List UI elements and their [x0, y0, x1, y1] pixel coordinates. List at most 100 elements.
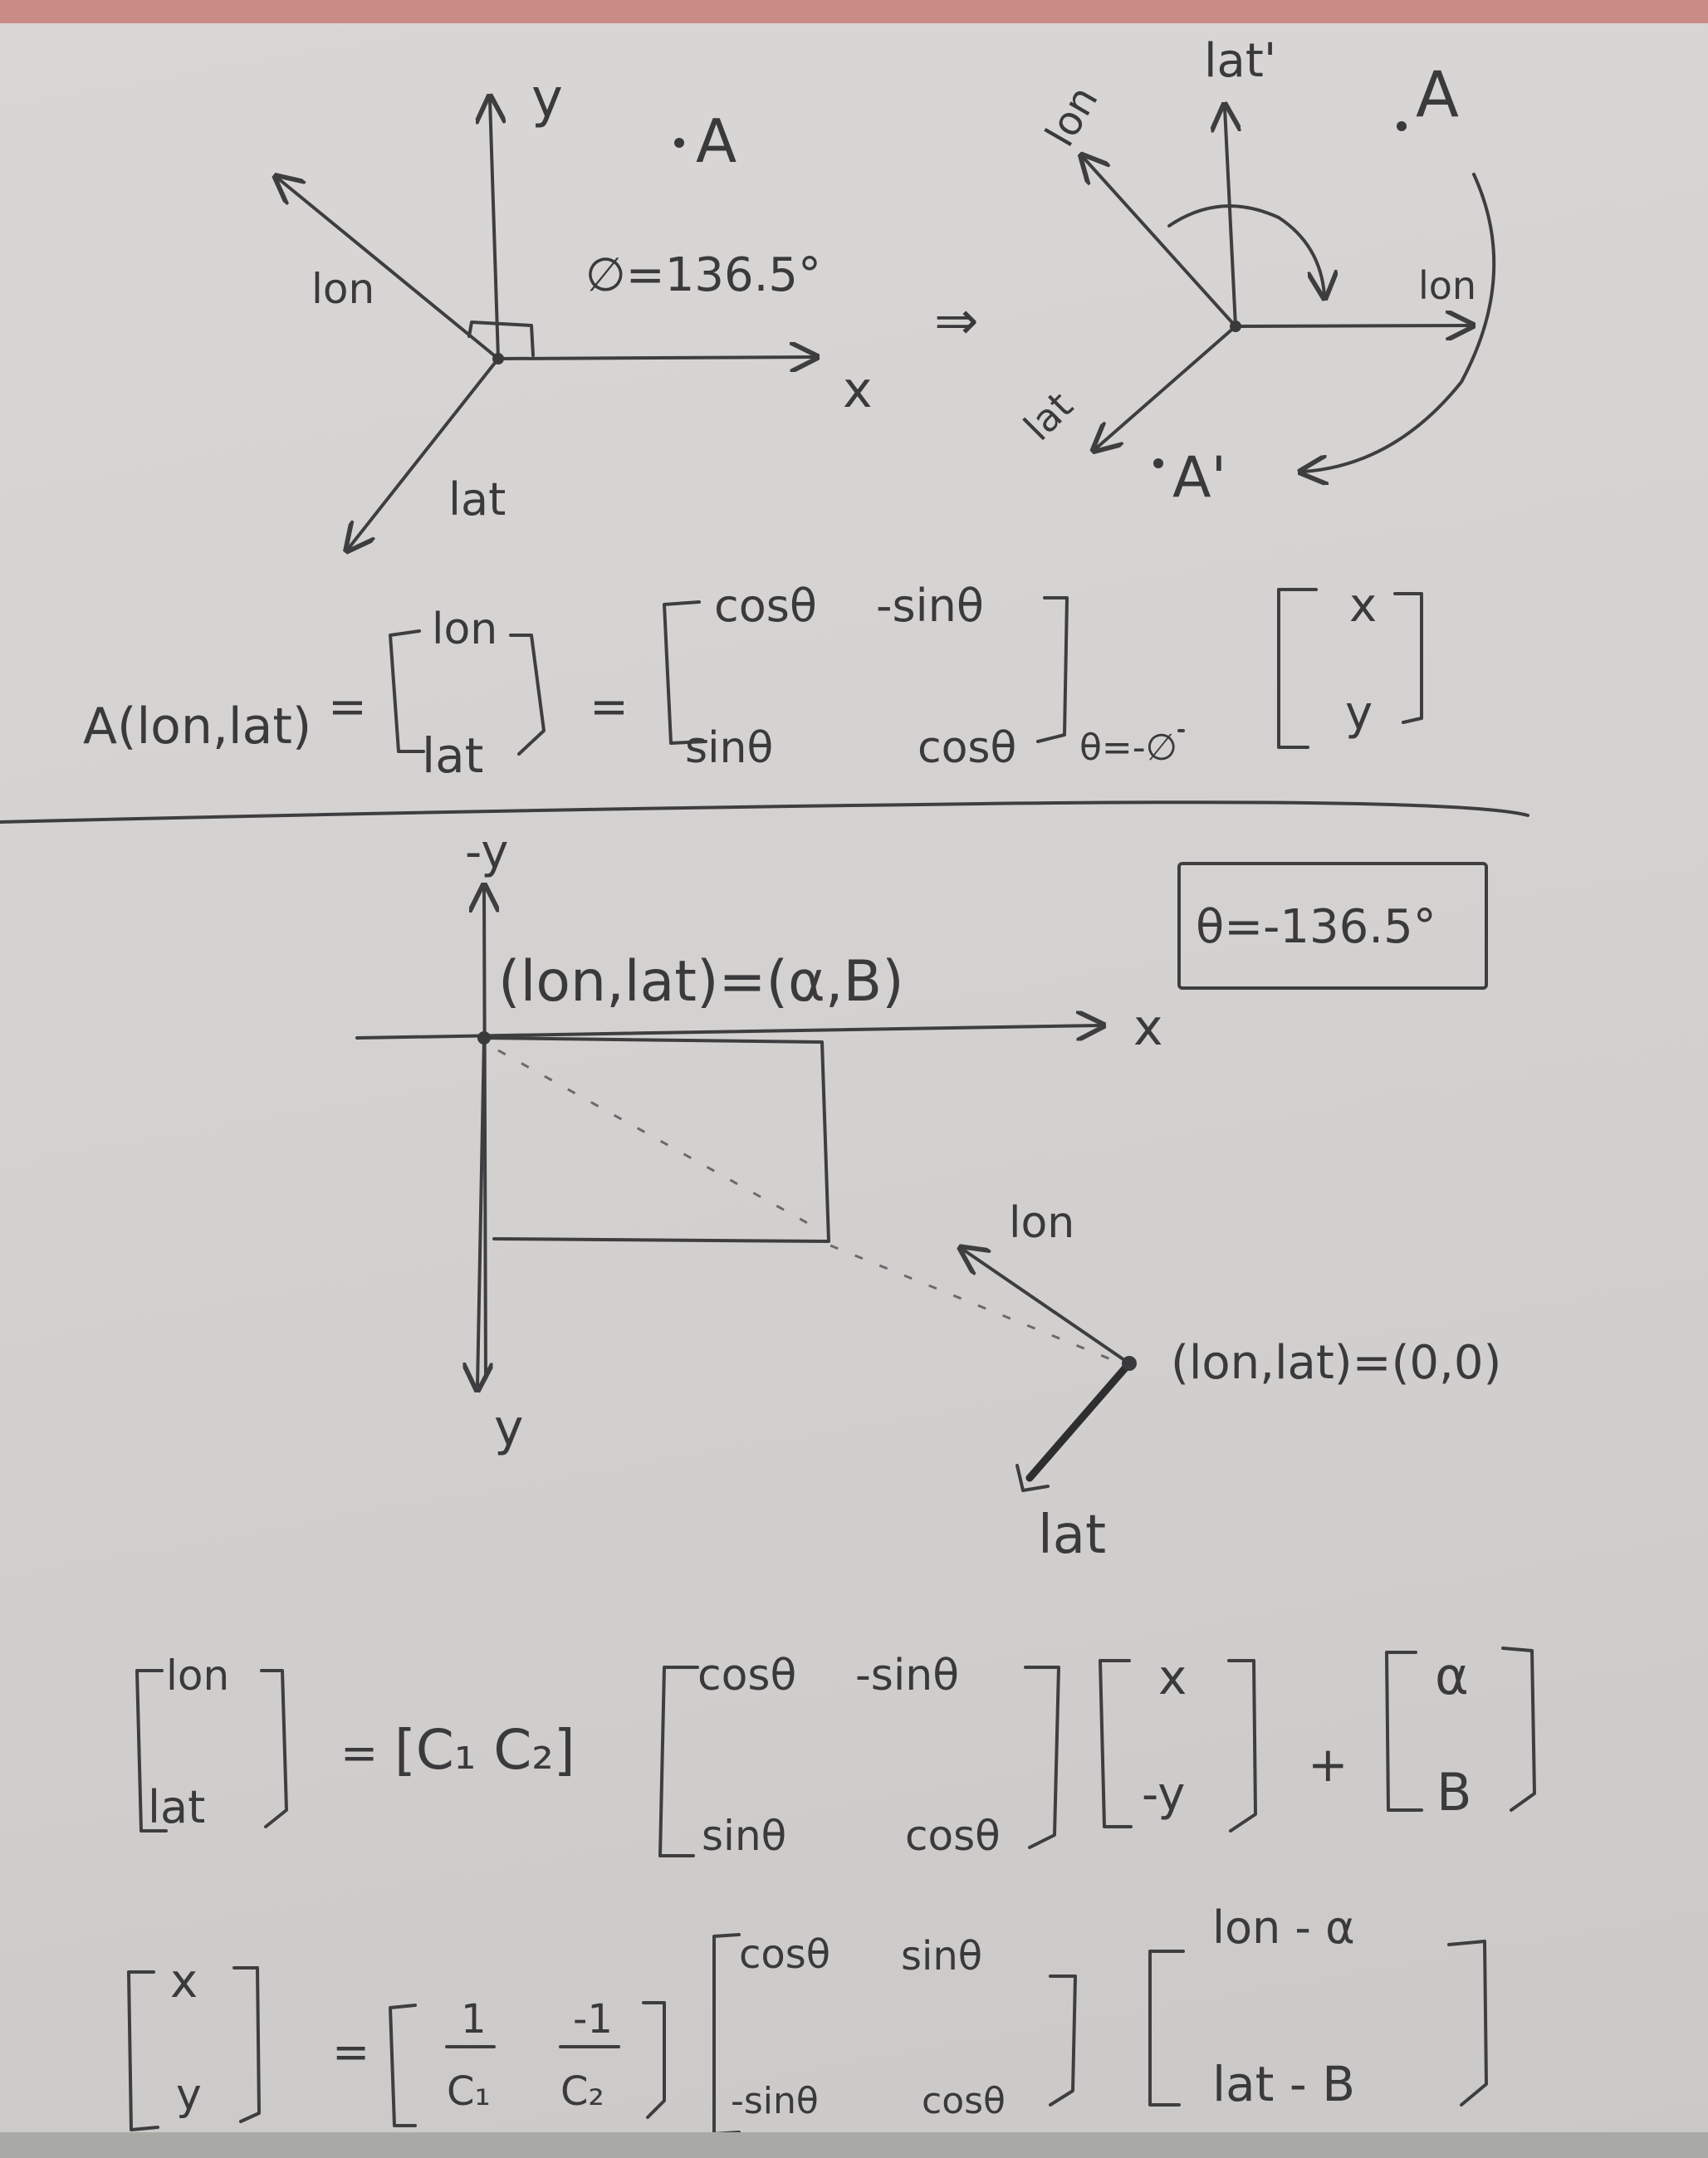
matrix-bracket-left — [663, 600, 707, 745]
eq3-rhs-left — [1148, 1950, 1185, 2107]
bracket-right — [509, 634, 546, 756]
eq2-matrix-right — [1024, 1666, 1060, 1849]
eq3-equals: = — [332, 2026, 369, 2078]
theta-box — [1177, 862, 1488, 990]
neg-y-label: -y — [465, 825, 508, 879]
eq1-y: y — [1345, 687, 1373, 741]
eq1-m12: -sinθ — [876, 580, 984, 632]
eq3-m12: sinθ — [901, 1933, 982, 1979]
eq2-bracket-left — [135, 1669, 168, 1833]
rotation-arc — [1167, 204, 1324, 295]
section-divider — [0, 800, 1529, 824]
origin-coordinate-label: (lon,lat)=(α,B) — [498, 949, 904, 1015]
dashed-connection — [830, 1244, 1118, 1363]
sketch-rotated-axes: lat' lon A lon lat A' — [1016, 34, 1496, 511]
eq1-m11: cosθ — [714, 580, 817, 632]
eq2-m12: -sinθ — [855, 1651, 959, 1700]
sketch-original-axes: y A lon ∅=136.5° x lat — [278, 68, 873, 548]
eq1-m21: sinθ — [685, 723, 773, 773]
lon-axis-small — [963, 1250, 1131, 1365]
phi-angle-label: ∅=136.5° — [585, 248, 821, 302]
eq2-m21: sinθ — [702, 1812, 786, 1860]
lat-prime-axis — [1225, 108, 1236, 328]
eq3-m22: cosθ — [922, 2080, 1006, 2122]
eq3-c2-num: -1 — [573, 1996, 613, 2043]
eq2-matrix-left — [658, 1666, 699, 1857]
origin-dot — [492, 353, 504, 365]
rotated-origin-dot — [1230, 321, 1241, 332]
lon-label: lon — [311, 265, 374, 313]
point-a-label: A — [696, 106, 737, 176]
down-y-axis — [477, 1036, 484, 1387]
eq2-bracket-right — [260, 1669, 288, 1828]
eq2-v1: lon — [166, 1652, 229, 1700]
lat-axis-small — [1025, 1359, 1133, 1482]
eq2-m11: cosθ — [697, 1651, 796, 1700]
large-rotation-arc — [1304, 173, 1496, 472]
point-a2-dot — [1397, 121, 1407, 131]
transform-arrow: ⇒ — [934, 291, 979, 352]
point-a-dot — [674, 138, 684, 148]
small-origin-dot — [1122, 1356, 1137, 1371]
eq1-m22: cosθ — [918, 723, 1016, 773]
equation-forward: lon lat = [C₁ C₂] cosθ -sinθ sinθ cosθ x… — [135, 1646, 1536, 1860]
lon-small-label: lon — [1009, 1198, 1074, 1248]
eq3-bracket-right — [232, 1966, 261, 2123]
lat-prime-label: lat' — [1204, 34, 1276, 88]
lat-axis — [349, 357, 500, 548]
point-a-prime-dot — [1153, 458, 1163, 468]
lat-small-label: lat — [1038, 1505, 1106, 1566]
eq2-ab-left — [1385, 1651, 1423, 1812]
eq3-r1: lon - α — [1212, 1901, 1355, 1954]
eq3-bracket-left — [127, 1970, 159, 2131]
x-axis — [497, 357, 814, 359]
eq2-equals: = — [340, 1727, 378, 1779]
bottom-edge — [0, 2132, 1708, 2158]
eq3-c1-den: C₁ — [447, 2068, 491, 2115]
eq3-c-right — [642, 2001, 666, 2119]
y-axis — [490, 100, 498, 360]
zero-coordinate-label: (lon,lat)=(0,0) — [1171, 1336, 1501, 1390]
eq3-m21: -sinθ — [731, 2080, 819, 2122]
theta-value: θ=-136.5° — [1196, 900, 1436, 954]
eq2-xy-left — [1099, 1659, 1133, 1828]
bracket-left — [389, 629, 425, 753]
image-x-label: x — [1133, 999, 1163, 1057]
lat-label: lat — [448, 473, 506, 526]
eq3-c-left — [389, 2004, 417, 2127]
eq1-equals-1: = — [328, 680, 367, 734]
image-y-label: y — [494, 1399, 524, 1457]
eq2-ab-right — [1501, 1647, 1536, 1812]
equation-rotation: A(lon,lat) = lon lat = cosθ -sinθ sinθ c… — [83, 579, 1423, 784]
eq1-equals-2: = — [590, 680, 629, 734]
eq2-xy-right — [1227, 1659, 1257, 1833]
eq3-y: y — [176, 2070, 202, 2120]
point-a2-label: A — [1416, 57, 1459, 131]
eq2-beta: B — [1436, 1762, 1472, 1823]
eq2-m22: cosθ — [905, 1812, 1001, 1860]
image-x-axis — [355, 1025, 1100, 1038]
eq1-v2: lat — [422, 727, 483, 784]
lat-axis-rotated — [1096, 325, 1237, 448]
x-label: x — [843, 361, 873, 419]
eq3-c1-num: 1 — [461, 1996, 487, 2043]
equation-inverse: x y = 1 C₁ -1 C₂ cosθ sinθ -sinθ cosθ lo… — [127, 1901, 1488, 2136]
eq3-m11: cosθ — [739, 1931, 830, 1978]
eq3-x: x — [170, 1955, 198, 2009]
eq1-subscript: θ=-∅ — [1079, 727, 1177, 769]
lon-right-label: lon — [1418, 263, 1476, 308]
eq1-lhs: A(lon,lat) — [83, 697, 311, 756]
eq3-r2: lat - B — [1212, 2056, 1355, 2112]
eq3-matrix-right — [1049, 1974, 1077, 2107]
eq2-neg-y: -y — [1142, 1768, 1185, 1822]
neg-y-axis — [484, 888, 486, 1380]
rect-diagonal — [497, 1049, 819, 1231]
lon-right-axis — [1234, 325, 1470, 326]
eq2-c-vector: [C₁ C₂] — [394, 1718, 575, 1782]
eq2-plus: + — [1308, 1736, 1348, 1793]
eq1-x: x — [1349, 579, 1377, 633]
eq1-v1: lon — [432, 604, 497, 654]
matrix-bracket-right — [1036, 596, 1069, 743]
